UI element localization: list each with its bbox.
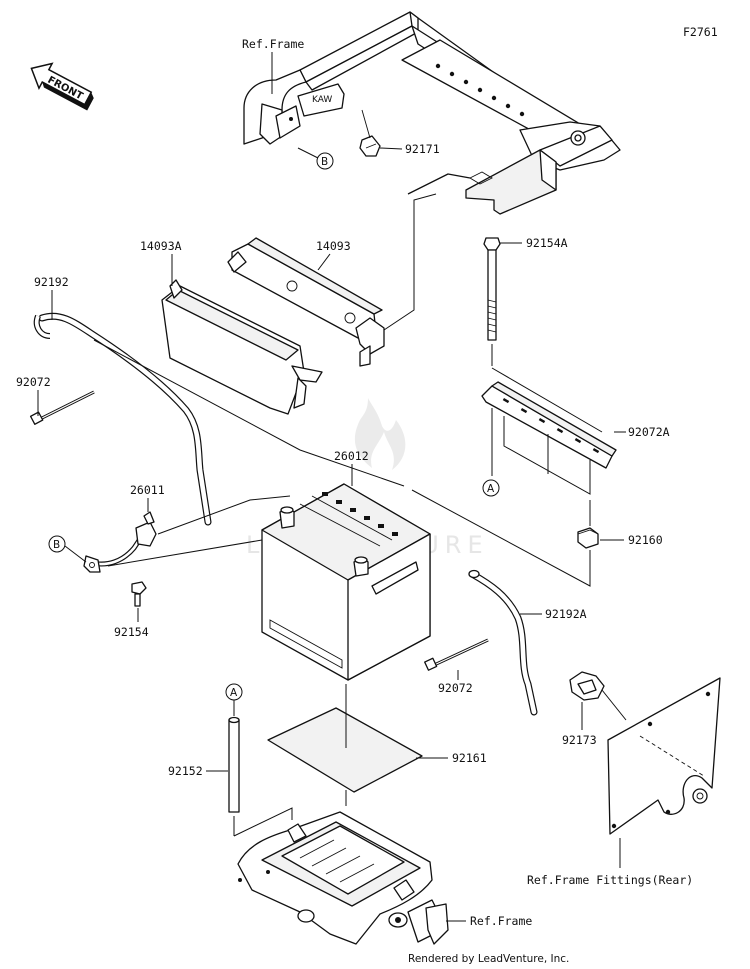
figure-code: F2761 bbox=[683, 25, 718, 39]
label-92072-left: 92072 bbox=[16, 375, 51, 389]
callout-a-mid-text: A bbox=[487, 483, 495, 495]
watermark-flame-icon bbox=[354, 398, 406, 470]
label-92173: 92173 bbox=[562, 733, 597, 747]
ref-frame-fittings-rear bbox=[607, 677, 721, 835]
clamp-bar-92072a bbox=[481, 381, 617, 469]
label-92072-mid: 92072 bbox=[438, 681, 473, 695]
rod-92152 bbox=[228, 716, 240, 813]
label-ref-frame-fittings: Ref.Frame Fittings(Rear) bbox=[527, 873, 693, 887]
callout-b-top bbox=[316, 152, 334, 170]
battery-cover-14093a bbox=[161, 279, 323, 415]
label-92152: 92152 bbox=[168, 764, 203, 778]
label-92072a: 92072A bbox=[628, 425, 670, 439]
svg-text:KAW: KAW bbox=[312, 95, 332, 105]
label-92160: 92160 bbox=[628, 533, 663, 547]
label-ref-frame-top: Ref.Frame bbox=[242, 37, 304, 51]
label-92154a: 92154A bbox=[526, 236, 568, 250]
label-26012: 26012 bbox=[334, 449, 369, 463]
callout-b-mid-text: B bbox=[53, 539, 60, 551]
label-14093: 14093 bbox=[316, 239, 351, 253]
cable-26011 bbox=[83, 511, 157, 573]
label-92192: 92192 bbox=[34, 275, 69, 289]
battery-tray-frame bbox=[233, 807, 449, 945]
cable-tie-92072-mid bbox=[424, 638, 489, 671]
nut-92160 bbox=[577, 527, 599, 549]
clip-92173 bbox=[569, 671, 605, 701]
credit-text: Rendered by LeadVenture, Inc. bbox=[408, 953, 569, 965]
callout-a-lower-text: A bbox=[230, 687, 238, 699]
tube-92192a bbox=[468, 569, 538, 716]
bolt-92154a bbox=[483, 237, 501, 341]
label-14093a: 14093A bbox=[140, 239, 182, 253]
battery-26012 bbox=[261, 483, 431, 681]
tube-92192 bbox=[33, 312, 212, 526]
top-frame-assembly: KAW bbox=[243, 11, 621, 215]
callout-b-mid bbox=[48, 535, 66, 553]
battery-cover-14093 bbox=[227, 237, 385, 367]
callout-a-mid bbox=[482, 479, 500, 497]
label-92171: 92171 bbox=[405, 142, 440, 156]
callout-b-top-text: B bbox=[321, 156, 328, 168]
label-92192a: 92192A bbox=[545, 607, 587, 621]
bolt-92154 bbox=[131, 581, 147, 607]
label-ref-frame-bottom: Ref.Frame bbox=[470, 914, 532, 928]
front-arrow-icon: FRONT bbox=[30, 62, 94, 111]
pad-92161 bbox=[267, 707, 423, 793]
label-92161: 92161 bbox=[452, 751, 487, 765]
label-92154: 92154 bbox=[114, 625, 149, 639]
cable-tie-92072-left bbox=[29, 390, 95, 425]
label-26011: 26011 bbox=[130, 483, 165, 497]
